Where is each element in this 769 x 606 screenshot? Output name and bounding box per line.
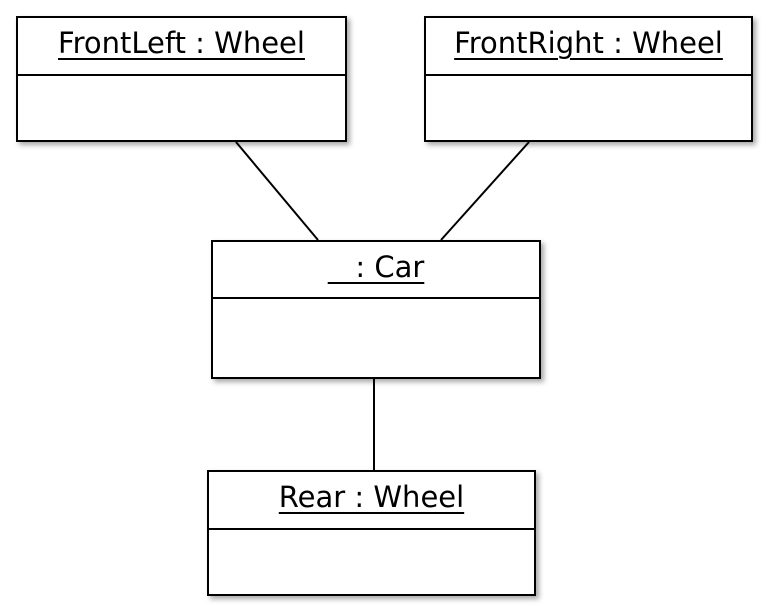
object-name-compartment: : Car (213, 242, 539, 299)
link-frontleft-car (235, 141, 319, 241)
object-name: Rear : Wheel (278, 480, 465, 514)
object-rear-wheel[interactable]: Rear : Wheel (207, 470, 536, 596)
object-name-compartment: Rear : Wheel (209, 472, 534, 530)
link-frontright-car (440, 141, 530, 241)
object-name-compartment: FrontLeft : Wheel (18, 18, 345, 76)
object-frontright-wheel[interactable]: FrontRight : Wheel (424, 16, 753, 142)
object-name: FrontLeft : Wheel (58, 26, 305, 60)
object-car[interactable]: : Car (211, 240, 541, 379)
object-frontleft-wheel[interactable]: FrontLeft : Wheel (16, 16, 347, 142)
object-name: : Car (327, 249, 425, 284)
object-name-compartment: FrontRight : Wheel (426, 18, 751, 76)
object-name: FrontRight : Wheel (454, 26, 723, 60)
